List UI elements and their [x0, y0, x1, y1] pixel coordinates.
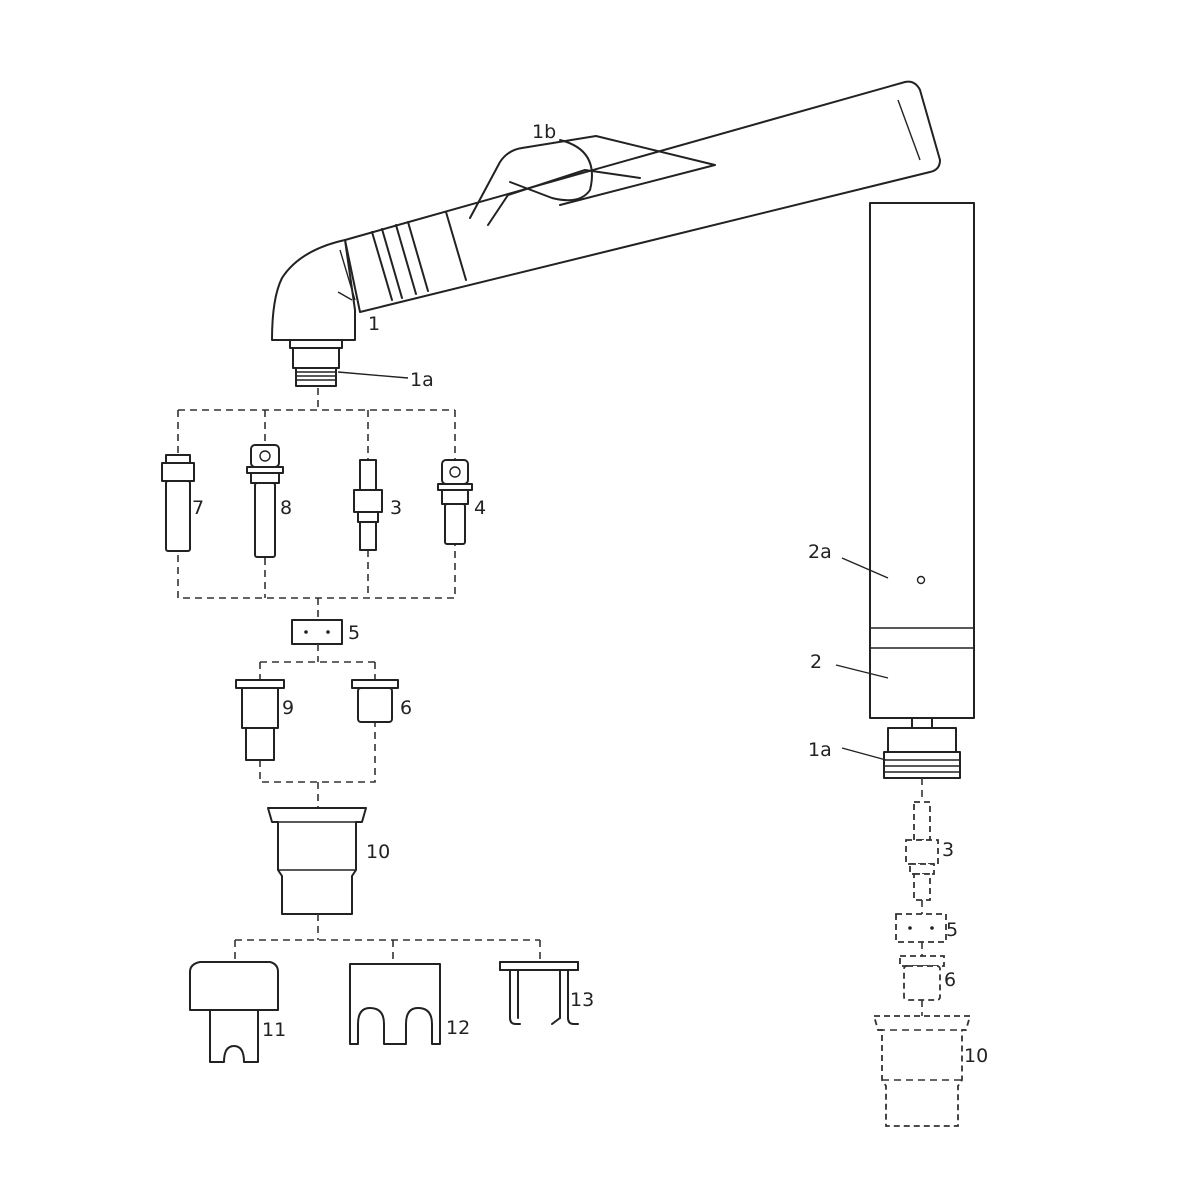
machine-consumables	[872, 778, 972, 1127]
label-7: 7	[192, 497, 204, 519]
label-4: 4	[474, 497, 486, 519]
label-13: 13	[570, 989, 594, 1011]
label-1: 1	[368, 313, 380, 335]
machine-torch	[835, 202, 975, 779]
connector-tree-electrodes	[177, 388, 456, 620]
part-11-drag-guide	[189, 961, 279, 1063]
connector-tree-guides	[234, 914, 541, 964]
label-9: 9	[282, 697, 294, 719]
label-machine-5: 5	[946, 919, 958, 941]
label-machine-6: 6	[944, 969, 956, 991]
part-7-electrode	[161, 454, 195, 552]
label-8: 8	[280, 497, 292, 519]
label-machine-3: 3	[942, 839, 954, 861]
label-1b: 1b	[532, 121, 556, 143]
label-11: 11	[262, 1019, 286, 1041]
label-2a: 2a	[808, 541, 832, 563]
label-6: 6	[400, 697, 412, 719]
label-5: 5	[348, 622, 360, 644]
label-1a: 1a	[410, 369, 434, 391]
part-4-electrode	[437, 459, 473, 545]
label-machine-10: 10	[964, 1045, 988, 1067]
part-12-standoff-guide	[349, 963, 441, 1045]
label-machine-1a: 1a	[808, 739, 832, 761]
hand-torch	[271, 80, 941, 387]
label-3: 3	[390, 497, 402, 519]
part-3-electrode	[353, 459, 383, 551]
connector-tree-tips	[259, 644, 376, 808]
part-5-swirl-ring	[291, 619, 343, 645]
label-10: 10	[366, 841, 390, 863]
part-9-tip	[235, 679, 285, 761]
part-13-spacer	[499, 961, 579, 1025]
label-2: 2	[810, 651, 822, 673]
part-8-electrode	[246, 444, 284, 558]
label-12: 12	[446, 1017, 470, 1039]
part-10-shield-cup	[267, 807, 367, 915]
part-6-tip	[351, 679, 399, 723]
